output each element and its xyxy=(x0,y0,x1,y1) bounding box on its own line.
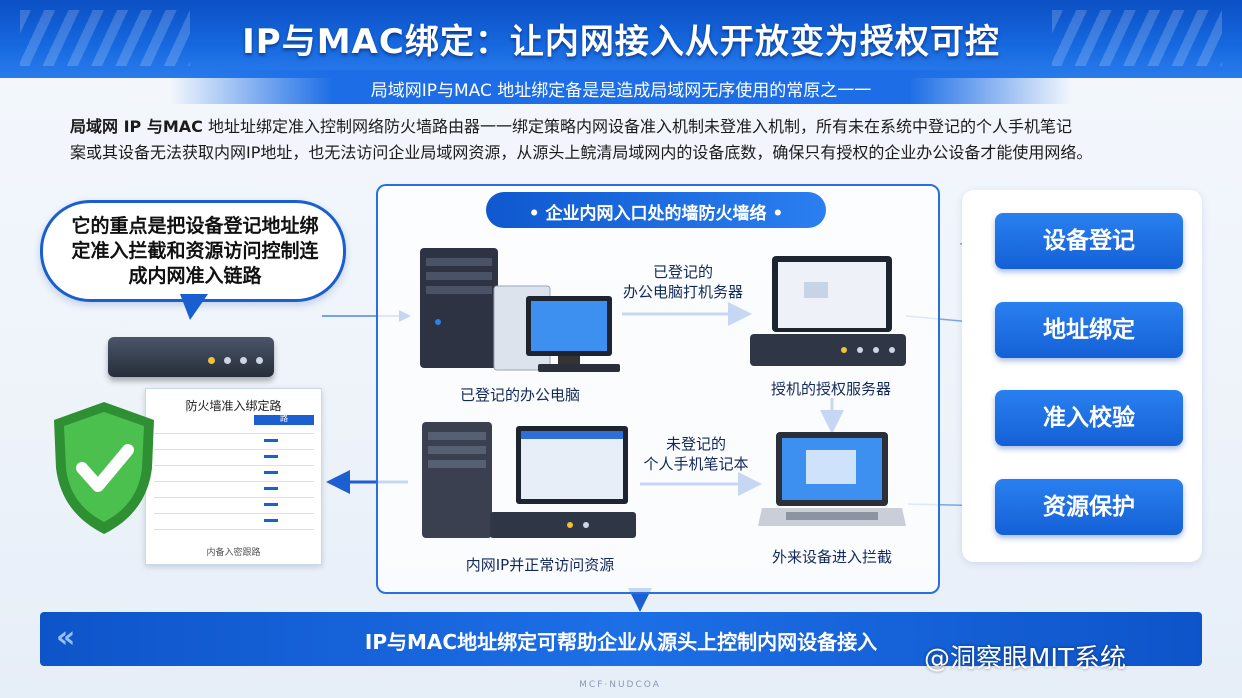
footer-text: IP与MAC地址绑定可帮助企业从源头上控制内网设备接入 xyxy=(364,630,878,654)
page-subtitle: 局域网IP与MAC 地址绑定备是是造成局域网无序使用的常原之一一 xyxy=(370,81,872,101)
panel-title-pill xyxy=(486,192,826,228)
intranet-access-label: 内网IP并正常访问资源 xyxy=(465,556,615,574)
document-footer: 内备入密跟路 xyxy=(206,548,261,558)
intro-lead: 局域网 IP 与MAC xyxy=(70,117,203,136)
document-header-tag: 路 xyxy=(254,414,314,425)
security-shield-check-icon xyxy=(54,402,154,534)
firewall-document-card: 防火墙准入绑定路 路 内备入密跟路 xyxy=(145,388,322,565)
watermark-text: @洞察眼MIT系统 xyxy=(924,644,1126,674)
document-title: 防火墙准入绑定路 xyxy=(185,399,282,413)
intranet-computer-icon xyxy=(422,422,636,538)
arrow-label-unregistered: 未登记的 个人手机笔记本 xyxy=(643,435,749,473)
subtitle-bar xyxy=(170,70,1072,104)
document-row xyxy=(154,449,314,450)
menu-resource-protection-button[interactable]: 资源保护 xyxy=(995,479,1183,535)
router-led xyxy=(240,357,247,364)
arrow-label-registered: 已登记的 办公电脑打机务器 xyxy=(622,263,743,301)
document-row xyxy=(154,529,314,530)
document-row xyxy=(154,433,314,434)
auth-server-laptop-icon xyxy=(750,256,906,366)
auth-server-label: 授机的授权服务器 xyxy=(770,380,891,398)
panel-title: • 企业内网入口处的墙防火墙络 • xyxy=(528,204,784,224)
document-row xyxy=(154,513,314,514)
header-decoration-right xyxy=(1052,10,1222,66)
intro-paragraph: 局域网 IP 与MAC 地址址绑定准入控制网络防火墙路由器一一绑定策略内网设备准… xyxy=(70,114,1180,166)
document-row xyxy=(154,497,314,498)
document-header-tag-label: 路 xyxy=(280,414,288,423)
router-device-icon xyxy=(108,337,274,377)
footer-banner xyxy=(40,612,1202,666)
menu-device-registration-button[interactable]: 设备登记 xyxy=(995,213,1183,269)
menu-address-binding-button[interactable]: 地址绑定 xyxy=(995,302,1183,358)
router-led xyxy=(208,357,215,364)
office-computer-icon xyxy=(420,248,620,372)
speech-bubble-tail xyxy=(180,294,208,320)
router-led xyxy=(224,357,231,364)
bottom-caption: MCF·NUDCOA xyxy=(579,680,661,690)
router-led xyxy=(256,357,263,364)
page-title: IP与MAC绑定：让内网接入从开放变为授权可控 xyxy=(242,22,1000,62)
header-banner xyxy=(0,0,1242,78)
speech-bubble-text: 它的重点是把设备登记地址绑定准入拦截和资源访问控制连成内网准入链路 xyxy=(71,215,319,287)
document-row xyxy=(154,465,314,466)
footer-chevron-icon: « xyxy=(56,620,76,655)
registered-pc-label: 已登记的办公电脑 xyxy=(459,386,580,404)
document-status-marks xyxy=(264,439,278,442)
intro-line2: 案或其设备无法获取内网IP地址，也无法访问企业局域网资源，从源头上鲩清局域网内的… xyxy=(70,143,1093,162)
external-block-label: 外来设备进入拦截 xyxy=(771,548,892,566)
document-row xyxy=(154,481,314,482)
intro-line1: 地址址绑定准入控制网络防火墙路由器一一绑定策略内网设备准入机制未登准入机制，所有… xyxy=(202,117,1072,136)
header-decoration-left xyxy=(20,10,190,66)
external-laptop-icon xyxy=(758,432,906,526)
menu-access-check-button[interactable]: 准入校验 xyxy=(995,390,1183,446)
